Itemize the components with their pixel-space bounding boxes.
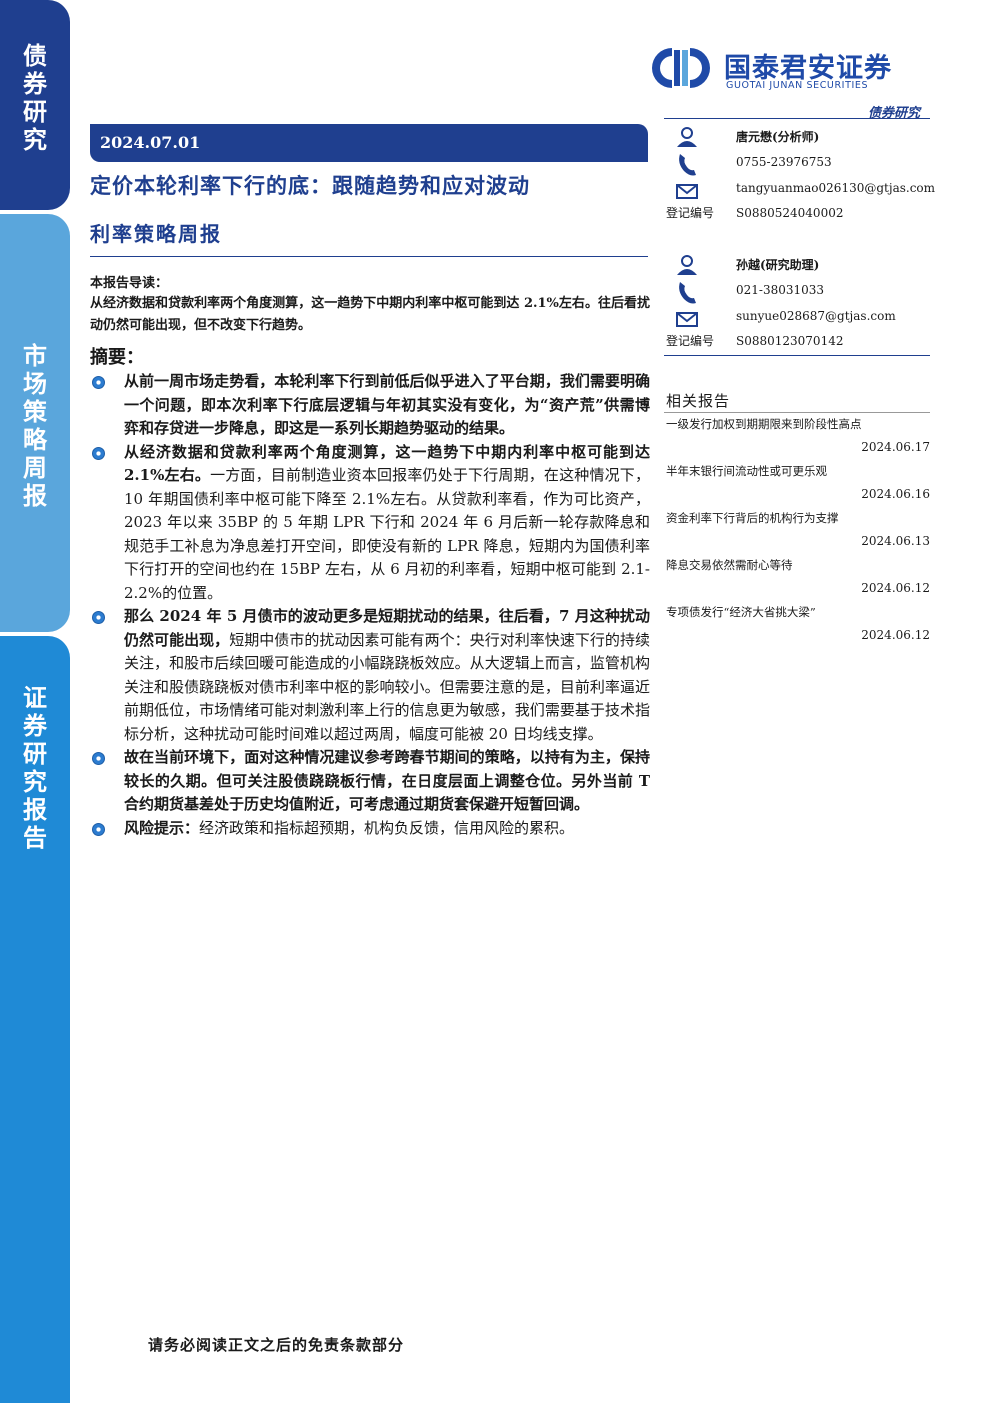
sidebar-segment-top bbox=[0, 0, 70, 210]
disclaimer-note: 请务必阅读正文之后的免责条款部分 bbox=[148, 1336, 405, 1354]
sidebar-label-mid: 市 场 策 略 周 报 bbox=[23, 342, 47, 510]
logo-name-en: GUOTAI JUNAN SECURITIES bbox=[726, 80, 869, 91]
report-subtitle: 利率策略周报 bbox=[90, 222, 222, 246]
phone-icon bbox=[679, 282, 696, 304]
related-report-title[interactable]: 专项债发行“经济大省挑大梁” bbox=[666, 605, 816, 619]
related-reports-heading: 相关报告 bbox=[666, 392, 731, 410]
company-logo: 国泰君安证券 GUOTAI JUNAN SECURITIES bbox=[650, 46, 940, 94]
sidebar-segment-mid bbox=[0, 214, 70, 632]
registration-label: 登记编号 bbox=[666, 334, 715, 348]
date-banner: 2024.07.01 bbox=[90, 124, 648, 162]
sidebar-label-top: 债 券 研 究 bbox=[23, 42, 47, 154]
guide-heading: 本报告导读： bbox=[90, 276, 169, 291]
registration-number: S0880524040002 bbox=[736, 206, 844, 220]
summary-item: 风险提示：经济政策和指标超预期，机构负反馈，信用风险的累积。 bbox=[90, 817, 650, 841]
divider bbox=[664, 355, 930, 356]
divider bbox=[90, 256, 648, 257]
analyst-phone: 021-38031033 bbox=[736, 283, 825, 297]
phone-icon bbox=[679, 154, 696, 176]
summary-item: 从前一周市场走势看，本轮利率下行到前低后似乎进入了平台期，我们需要明确一个问题，… bbox=[90, 370, 650, 441]
sidebar-label-bottom: 证 券 研 究 报 告 bbox=[23, 684, 47, 852]
related-report-date: 2024.06.13 bbox=[861, 534, 930, 548]
analyst-phone: 0755-23976753 bbox=[736, 155, 832, 169]
contact-icons bbox=[676, 255, 698, 327]
sidebar-segment-bottom bbox=[0, 636, 70, 1403]
related-report-item[interactable]: 一级发行加权到期期限来到阶段性高点 2024.06.17 bbox=[666, 414, 930, 461]
summary-heading: 摘要： bbox=[90, 347, 144, 368]
mail-icon bbox=[676, 312, 698, 327]
bullet-icon bbox=[92, 446, 105, 460]
related-report-date: 2024.06.12 bbox=[861, 628, 930, 642]
bullet-icon bbox=[92, 611, 105, 624]
department-tag: 债券研究 bbox=[868, 106, 921, 121]
logo-name-cn: 国泰君安证券 bbox=[724, 53, 892, 84]
left-sidebar: 债 券 研 究 市 场 策 略 周 报 证 券 研 究 报 告 bbox=[0, 0, 70, 1403]
related-report-item[interactable]: 降息交易依然需耐心等待 2024.06.12 bbox=[666, 555, 930, 602]
report-title: 定价本轮利率下行的底：跟随趋势和应对波动 bbox=[90, 173, 530, 198]
analyst-name: 孙越(研究助理) bbox=[736, 258, 820, 272]
bullet-icon bbox=[92, 376, 105, 389]
guide-body: 从经济数据和贷款利率两个角度测算，这一趋势下中期内利率中枢可能到达 2.1%左右… bbox=[90, 296, 650, 333]
analyst-email[interactable]: sunyue028687@gtjas.com bbox=[736, 309, 896, 323]
summary-item: 故在当前环境下，面对这种情况建议参考跨春节期间的策略，以持有为主，保持较长的久期… bbox=[90, 746, 650, 817]
divider bbox=[664, 412, 930, 413]
related-report-title[interactable]: 半年末银行间流动性或可更乐观 bbox=[666, 464, 827, 478]
bullet-icon bbox=[92, 822, 105, 836]
user-icon bbox=[677, 127, 697, 147]
bullet-icon bbox=[92, 752, 105, 765]
related-report-title[interactable]: 一级发行加权到期期限来到阶段性高点 bbox=[666, 417, 862, 431]
analyst-email[interactable]: tangyuanmao026130@gtjas.com bbox=[736, 181, 936, 195]
registration-number: S0880123070142 bbox=[736, 334, 844, 348]
contact-icons bbox=[676, 127, 698, 199]
related-report-date: 2024.06.12 bbox=[861, 581, 930, 595]
analyst-name: 唐元懋(分析师) bbox=[736, 130, 820, 144]
related-report-date: 2024.06.16 bbox=[861, 487, 930, 501]
divider bbox=[664, 118, 930, 119]
related-report-title[interactable]: 降息交易依然需耐心等待 bbox=[666, 558, 793, 572]
related-report-item[interactable]: 专项债发行“经济大省挑大梁” 2024.06.12 bbox=[666, 602, 930, 649]
summary-item: 从经济数据和贷款利率两个角度测算，这一趋势下中期内利率中枢可能到达 2.1%左右… bbox=[90, 441, 650, 606]
report-date: 2024.07.01 bbox=[100, 133, 201, 152]
related-report-item[interactable]: 半年末银行间流动性或可更乐观 2024.06.16 bbox=[666, 461, 930, 508]
related-report-item[interactable]: 资金利率下行背后的机构行为支撑 2024.06.13 bbox=[666, 508, 930, 555]
user-icon bbox=[677, 255, 697, 275]
logo-mark-icon bbox=[652, 48, 710, 88]
summary-item: 那么 2024 年 5 月债市的波动更多是短期扰动的结果，往后看，7 月这种扰动… bbox=[90, 605, 650, 746]
summary-list: 从前一周市场走势看，本轮利率下行到前低后似乎进入了平台期，我们需要明确一个问题，… bbox=[90, 370, 650, 840]
related-reports-list: 一级发行加权到期期限来到阶段性高点 2024.06.17 半年末银行间流动性或可… bbox=[666, 414, 930, 649]
related-report-title[interactable]: 资金利率下行背后的机构行为支撑 bbox=[666, 511, 839, 525]
registration-label: 登记编号 bbox=[666, 206, 715, 220]
mail-icon bbox=[676, 184, 698, 199]
related-report-date: 2024.06.17 bbox=[861, 440, 930, 454]
